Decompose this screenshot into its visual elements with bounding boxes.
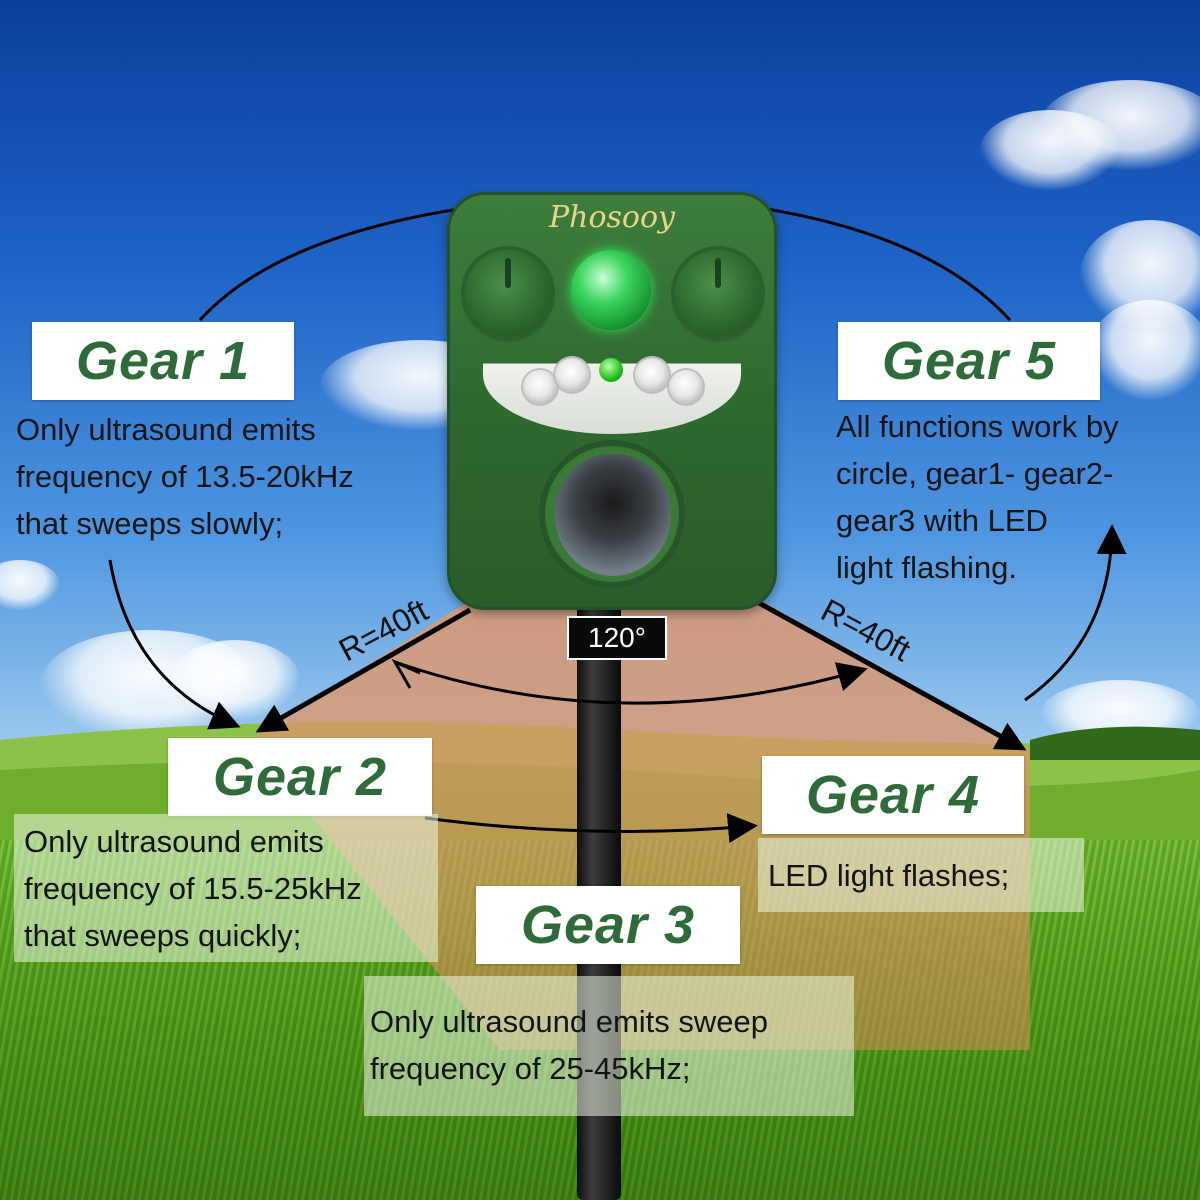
gear-3-description: Only ultrasound emits sweep frequency of… [370, 998, 854, 1092]
gear-4-line-1: LED light flashes; [768, 858, 1010, 893]
gear-5-line-3: gear3 with LED [836, 503, 1048, 538]
cloud [980, 110, 1120, 190]
gear-5-line-1: All functions work by [836, 409, 1119, 444]
gear-3-line-1: Only ultrasound emits sweep [370, 1004, 769, 1039]
gear-5-title-box: Gear 5 [838, 322, 1100, 400]
angle-label: 120° [567, 616, 667, 660]
gear-1-line-3: that sweeps slowly; [16, 506, 284, 541]
left-knob-icon [465, 250, 551, 336]
cloud [1090, 300, 1200, 400]
gear-4-title: Gear 4 [805, 765, 981, 825]
pir-sensor-icon [571, 250, 651, 330]
gear-5-line-2: circle, gear1- gear2- [836, 456, 1114, 491]
led-icon [669, 370, 703, 404]
gear-2-line-3: that sweeps quickly; [24, 918, 302, 953]
gear-2-line-1: Only ultrasound emits [24, 824, 324, 859]
right-knob-icon [675, 250, 761, 336]
repeller-device: Phosooy [447, 192, 777, 610]
gear-2-description: Only ultrasound emits frequency of 15.5-… [24, 818, 444, 959]
led-icon [523, 370, 557, 404]
gear-2-title: Gear 2 [212, 747, 388, 807]
gear-1-title: Gear 1 [75, 331, 251, 391]
brand-logo: Phosooy [548, 200, 676, 235]
gear-1-line-2: frequency of 13.5-20kHz [16, 459, 354, 494]
gear-5-line-4: light flashing. [836, 550, 1017, 585]
led-icon [555, 358, 589, 392]
speaker-icon [555, 454, 671, 576]
gear-2-title-box: Gear 2 [168, 738, 432, 816]
gear-4-description: LED light flashes; [768, 852, 1078, 899]
gear-3-title: Gear 3 [520, 895, 696, 955]
gear-1-line-1: Only ultrasound emits [16, 412, 316, 447]
gear-3-title-box: Gear 3 [476, 886, 740, 964]
indicator-light-icon [599, 358, 623, 382]
gear-2-line-2: frequency of 15.5-25kHz [24, 871, 362, 906]
gear-1-title-box: Gear 1 [32, 322, 294, 400]
gear-2-description-backdrop [14, 814, 438, 962]
gear-1-description: Only ultrasound emits frequency of 13.5-… [16, 406, 436, 547]
led-icon [635, 358, 669, 392]
gear-5-description: All functions work by circle, gear1- gea… [836, 403, 1186, 591]
gear-4-title-box: Gear 4 [762, 756, 1024, 834]
gear-4-description-backdrop [758, 838, 1084, 912]
gear-5-title: Gear 5 [881, 331, 1057, 391]
gear-3-description-backdrop [364, 976, 854, 1116]
gear-3-line-2: frequency of 25-45kHz; [370, 1051, 691, 1086]
